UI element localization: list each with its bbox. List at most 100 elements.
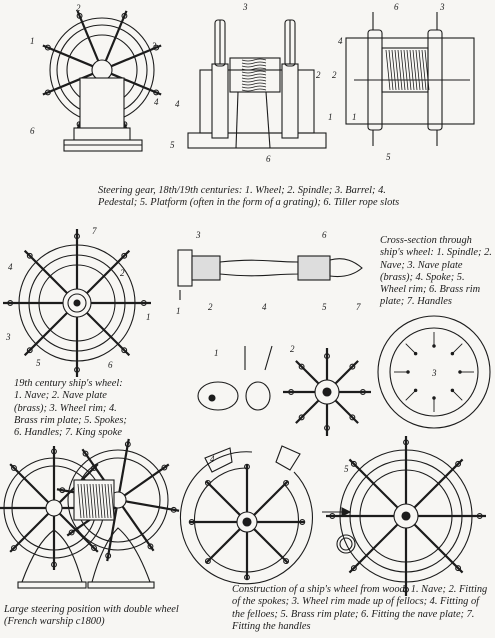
loose-spoke (295, 399, 320, 424)
loose-spoke-handle (288, 389, 295, 395)
rope-coil (424, 49, 430, 91)
wheel-spoke (42, 44, 94, 68)
cross-label-6: 6 (322, 230, 327, 240)
cross-label-2: 2 (208, 302, 213, 312)
rope-coil (241, 67, 267, 71)
wheel-spoke-handle (74, 366, 80, 373)
step-label-3: 3 (431, 368, 437, 378)
wheel-spoke-handle (403, 439, 409, 446)
wheel-spoke-handle (26, 252, 33, 259)
rope-coil (421, 49, 427, 91)
wheel-spoke-handle (153, 89, 160, 96)
step-label-4: 4 (210, 454, 215, 464)
loose-spoke (295, 360, 320, 385)
fitted-spoke (205, 528, 241, 564)
wheel-spoke-handle (455, 460, 462, 467)
rope-coil (415, 49, 421, 91)
wheel-spoke-handle (68, 529, 75, 536)
rope-coil (104, 483, 109, 519)
rope-coil (241, 79, 267, 83)
loose-spoke (334, 360, 359, 385)
wheel-spoke (86, 312, 131, 357)
rope-coil (406, 49, 412, 91)
rope-coil (241, 61, 267, 65)
fitted-spoke-handle (283, 479, 290, 486)
rope-coil (92, 483, 97, 519)
wheel-spoke (9, 512, 50, 553)
wheel-spoke (413, 458, 464, 509)
wheel-spoke-handle (44, 44, 51, 51)
wheel-spoke (348, 458, 399, 509)
rope-coil (241, 73, 267, 77)
wheel-spoke (42, 72, 94, 96)
wheel-spoke (9, 463, 50, 504)
loose-spoke-handle (324, 353, 330, 360)
step-label-5: 5 (344, 464, 349, 474)
double-wheel-caption: Large steering position with double whee… (4, 604, 179, 628)
cross-section-caption: Cross-section through ship's wheel: 1. S… (380, 235, 492, 308)
fitted-spoke-handle (204, 479, 211, 486)
rope-coil (101, 483, 106, 519)
step-label-2: 2 (290, 344, 295, 354)
wheel19-label-1: 1 (146, 312, 151, 322)
rope-coil (241, 70, 267, 74)
sg-front-label-3: 3 (151, 41, 157, 51)
fitted-spoke-handle (244, 463, 250, 470)
rope-coil (83, 483, 88, 519)
cross-label-7: 7 (356, 302, 361, 312)
sg-side-label-4: 4 (175, 99, 180, 109)
arrow-head (413, 388, 418, 393)
wheel-spoke-handle (82, 450, 89, 457)
rope-coil (241, 64, 267, 68)
wheel-spoke (110, 72, 162, 96)
rope-coil (80, 483, 85, 519)
fitted-spoke (205, 480, 241, 516)
double-wheel-steering-position (0, 438, 180, 589)
wheel19-label-5: 5 (36, 358, 41, 368)
arrow-head (413, 351, 418, 356)
sg-front-label-2: 2 (76, 3, 81, 13)
wheel-spoke-handle (476, 513, 483, 519)
rope-coil (412, 49, 418, 91)
wheel-spoke-handle (350, 565, 357, 572)
rope-coil (241, 76, 267, 80)
rope-coil (388, 49, 394, 91)
fitted-spoke-handle (188, 519, 195, 525)
steering-gear-side-view (187, 19, 327, 149)
rope-coil (86, 483, 91, 519)
rope-coil (98, 483, 103, 519)
loose-spoke-handle (298, 414, 305, 421)
wheel-spoke-handle (147, 543, 154, 550)
sg-side-label-6: 6 (266, 154, 271, 164)
arrow-head (450, 351, 455, 356)
wheel-cross-section (177, 249, 363, 300)
wheel19-label-7: 7 (92, 226, 97, 236)
wheel-spoke-handle (403, 586, 409, 593)
wheel-spoke (121, 505, 155, 552)
rope-coil (394, 49, 400, 91)
fitted-spoke-handle (283, 558, 290, 565)
sg-top-label-2: 2 (332, 70, 337, 80)
wheel19-label-2: 2 (120, 268, 125, 278)
sg-front-label-5: 5 (170, 140, 175, 150)
wheel-spoke-handle (121, 252, 128, 259)
construction-step-1 (197, 345, 273, 411)
rope-coil (110, 483, 115, 519)
sg-front-label-4: 4 (154, 97, 159, 107)
wheel-spoke-handle (105, 552, 112, 559)
fitted-spoke-handle (299, 519, 306, 525)
fitted-spoke-handle (244, 574, 250, 581)
sg-front-label-1: 1 (30, 36, 35, 46)
wheel-spoke-handle (76, 12, 83, 19)
arrow (452, 390, 463, 401)
loose-spoke-handle (349, 363, 356, 370)
sg-front-label-6: 6 (30, 126, 35, 136)
wheel-spoke-handle (59, 487, 66, 494)
wheel-19th-caption: 19th century ship's wheel: 1. Nave; 2. N… (14, 378, 127, 439)
wheel-spoke-handle (11, 545, 17, 551)
wheel-spoke (348, 523, 399, 574)
wheel-spoke (118, 438, 130, 493)
rope-coil (95, 483, 100, 519)
loose-spoke-handle (349, 414, 356, 421)
